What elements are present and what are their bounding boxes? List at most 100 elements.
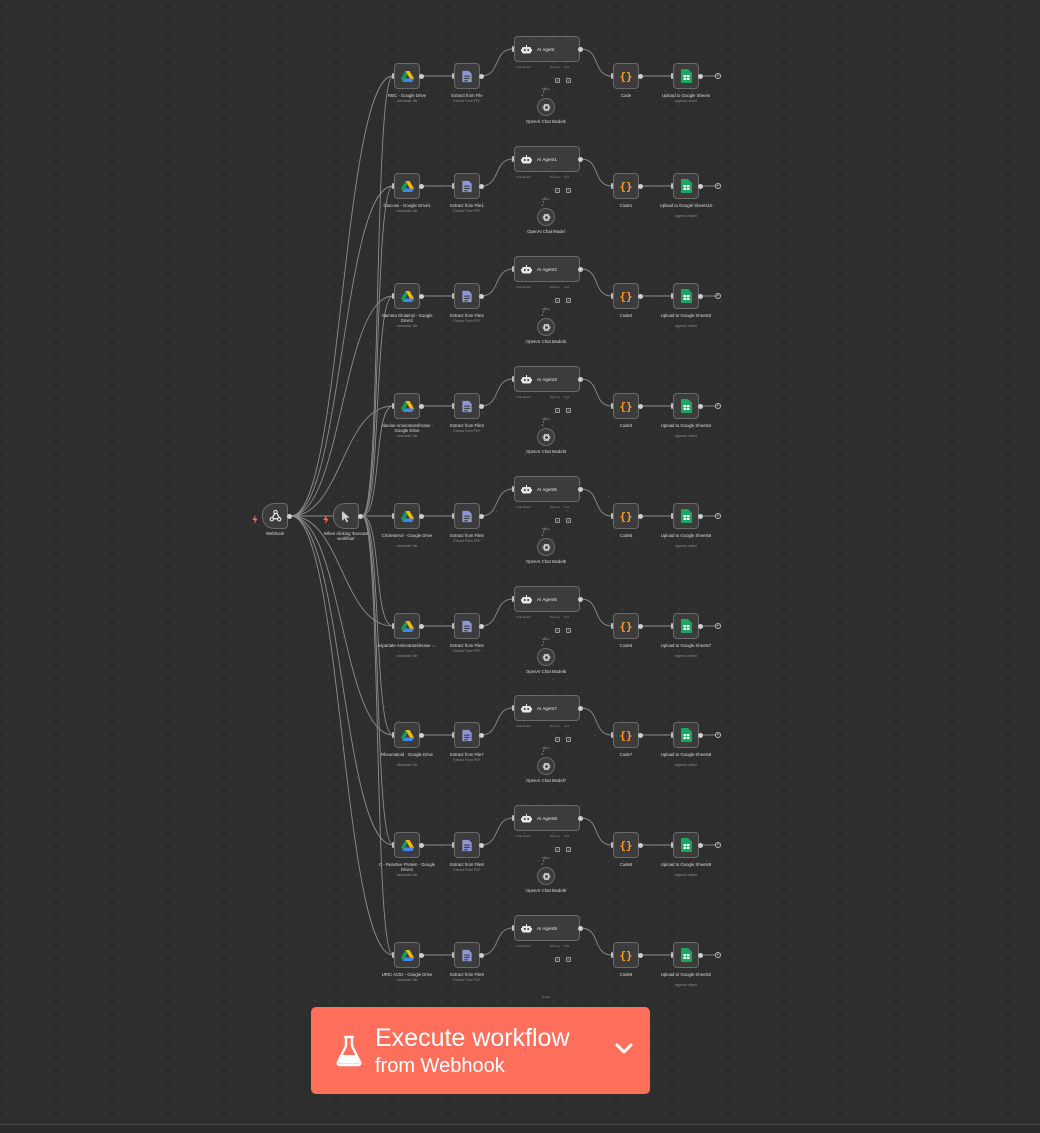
- add-node-button[interactable]: +: [715, 842, 721, 848]
- output-port[interactable]: [478, 732, 484, 738]
- google-sheets-node[interactable]: [673, 832, 699, 858]
- output-port[interactable]: [637, 513, 643, 519]
- input-port[interactable]: [512, 266, 514, 272]
- input-port[interactable]: [611, 183, 613, 189]
- google-sheets-node[interactable]: [673, 722, 699, 748]
- input-port[interactable]: [392, 952, 394, 958]
- code-node[interactable]: {}: [613, 613, 639, 639]
- input-port[interactable]: [452, 73, 454, 79]
- input-port[interactable]: [611, 623, 613, 629]
- output-port[interactable]: [577, 46, 583, 52]
- add-tool-button[interactable]: +: [566, 737, 571, 742]
- output-port[interactable]: [637, 732, 643, 738]
- add-node-button[interactable]: +: [715, 513, 721, 519]
- output-port[interactable]: [418, 732, 424, 738]
- input-port[interactable]: [671, 623, 673, 629]
- input-port[interactable]: [512, 596, 514, 602]
- output-port[interactable]: [418, 183, 424, 189]
- input-port[interactable]: [392, 842, 394, 848]
- add-memory-button[interactable]: +: [555, 518, 560, 523]
- google-drive-node[interactable]: [394, 613, 420, 639]
- input-port[interactable]: [452, 183, 454, 189]
- output-port[interactable]: [478, 842, 484, 848]
- add-memory-button[interactable]: +: [555, 737, 560, 742]
- google-drive-node[interactable]: [394, 283, 420, 309]
- output-port[interactable]: [478, 73, 484, 79]
- output-port[interactable]: [577, 156, 583, 162]
- output-port[interactable]: [286, 513, 292, 519]
- add-tool-button[interactable]: +: [566, 847, 571, 852]
- output-port[interactable]: [478, 952, 484, 958]
- openai-chat-model-node[interactable]: [537, 757, 555, 775]
- output-port[interactable]: [478, 403, 484, 409]
- output-port[interactable]: [418, 952, 424, 958]
- input-port[interactable]: [611, 293, 613, 299]
- google-drive-node[interactable]: [394, 832, 420, 858]
- add-memory-button[interactable]: +: [555, 298, 560, 303]
- add-node-button[interactable]: +: [715, 403, 721, 409]
- input-port[interactable]: [512, 705, 514, 711]
- add-memory-button[interactable]: +: [555, 957, 560, 962]
- input-port[interactable]: [512, 46, 514, 52]
- google-sheets-node[interactable]: [673, 503, 699, 529]
- input-port[interactable]: [611, 513, 613, 519]
- output-port[interactable]: [637, 623, 643, 629]
- ai-agent-node[interactable]: AI Agent5: [514, 476, 580, 502]
- add-node-button[interactable]: +: [715, 183, 721, 189]
- output-port[interactable]: [637, 403, 643, 409]
- openai-chat-model-node[interactable]: [537, 648, 555, 666]
- input-port[interactable]: [671, 293, 673, 299]
- output-port[interactable]: [577, 596, 583, 602]
- input-port[interactable]: [452, 293, 454, 299]
- extract-from-file-node[interactable]: [454, 173, 480, 199]
- input-port[interactable]: [392, 513, 394, 519]
- input-port[interactable]: [512, 486, 514, 492]
- output-port[interactable]: [577, 815, 583, 821]
- openai-chat-model-node[interactable]: [537, 318, 555, 336]
- input-port[interactable]: [452, 952, 454, 958]
- output-port[interactable]: [478, 623, 484, 629]
- ai-agent-node[interactable]: AI Agent6: [514, 586, 580, 612]
- output-port[interactable]: [577, 925, 583, 931]
- input-port[interactable]: [452, 623, 454, 629]
- add-tool-button[interactable]: +: [566, 298, 571, 303]
- add-node-button[interactable]: +: [715, 732, 721, 738]
- input-port[interactable]: [671, 73, 673, 79]
- output-port[interactable]: [478, 293, 484, 299]
- input-port[interactable]: [512, 925, 514, 931]
- add-node-button[interactable]: +: [715, 952, 721, 958]
- input-port[interactable]: [671, 952, 673, 958]
- add-memory-button[interactable]: +: [555, 408, 560, 413]
- input-port[interactable]: [671, 513, 673, 519]
- input-port[interactable]: [611, 403, 613, 409]
- google-drive-node[interactable]: [394, 63, 420, 89]
- manual-trigger-node[interactable]: [333, 503, 359, 529]
- google-sheets-node[interactable]: [673, 613, 699, 639]
- output-port[interactable]: [418, 73, 424, 79]
- input-port[interactable]: [611, 952, 613, 958]
- extract-from-file-node[interactable]: [454, 283, 480, 309]
- ai-agent-node[interactable]: AI Agent2: [514, 256, 580, 282]
- output-port[interactable]: [418, 403, 424, 409]
- add-tool-button[interactable]: +: [566, 78, 571, 83]
- add-memory-button[interactable]: +: [555, 628, 560, 633]
- add-tool-button[interactable]: +: [566, 408, 571, 413]
- ai-agent-node[interactable]: AI Agent: [514, 36, 580, 62]
- input-port[interactable]: [512, 815, 514, 821]
- output-port[interactable]: [577, 376, 583, 382]
- extract-from-file-node[interactable]: [454, 63, 480, 89]
- google-sheets-node[interactable]: [673, 283, 699, 309]
- input-port[interactable]: [671, 183, 673, 189]
- output-port[interactable]: [577, 486, 583, 492]
- google-drive-node[interactable]: [394, 393, 420, 419]
- extract-from-file-node[interactable]: [454, 722, 480, 748]
- code-node[interactable]: {}: [613, 942, 639, 968]
- input-port[interactable]: [392, 183, 394, 189]
- code-node[interactable]: {}: [613, 63, 639, 89]
- code-node[interactable]: {}: [613, 393, 639, 419]
- ai-agent-node[interactable]: AI Agent9: [514, 915, 580, 941]
- add-tool-button[interactable]: +: [566, 518, 571, 523]
- google-sheets-node[interactable]: [673, 63, 699, 89]
- openai-chat-model-node[interactable]: [537, 867, 555, 885]
